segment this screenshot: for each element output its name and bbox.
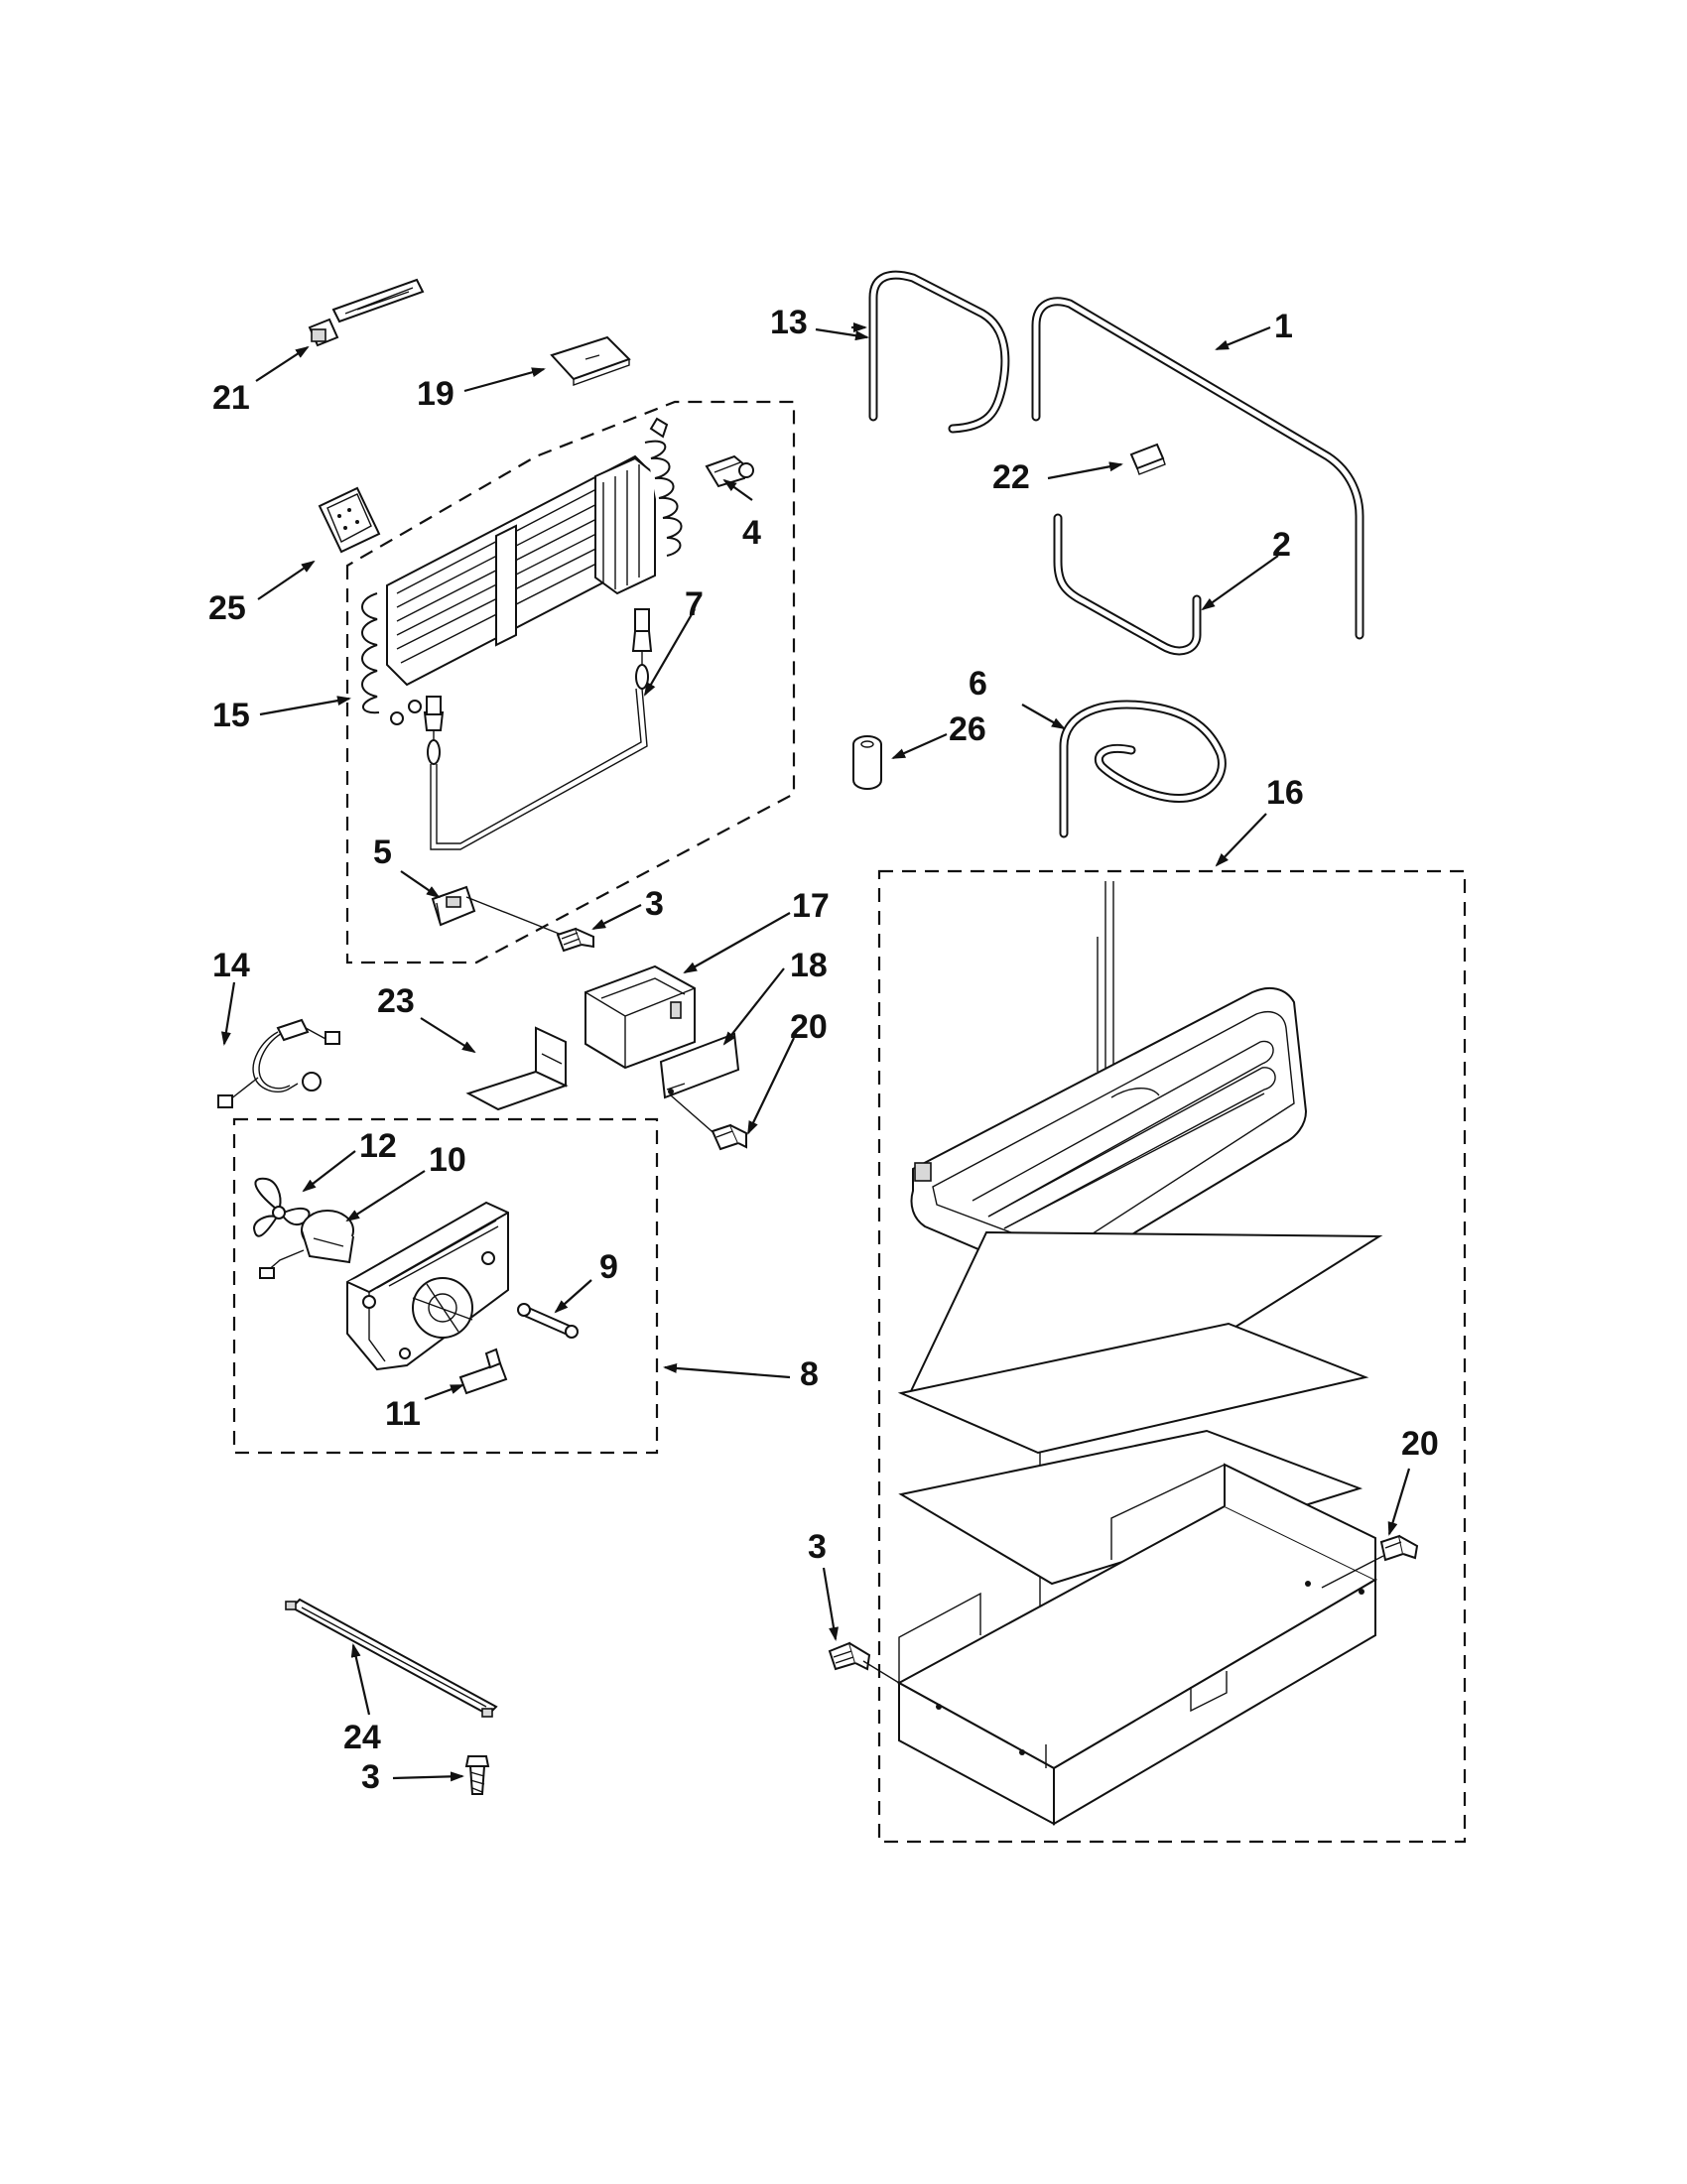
callout-23: 23 [377, 982, 415, 1020]
callout-4: 4 [742, 514, 761, 552]
screw-part-mid-left [670, 1094, 747, 1151]
drain-pan-with-heater-part [910, 881, 1308, 1281]
callout-15: 15 [212, 697, 250, 734]
callout-3-upper: 3 [645, 885, 664, 923]
callout-18: 18 [790, 947, 828, 984]
retainer-link-part [517, 1303, 579, 1339]
callout-20-right: 20 [1401, 1425, 1439, 1463]
wire-clip-part [458, 1348, 508, 1395]
mounting-clip-part [705, 454, 754, 488]
foam-pad-part [550, 335, 631, 386]
callout-10: 10 [429, 1141, 466, 1179]
callout-17: 17 [792, 887, 830, 925]
callout-5: 5 [373, 834, 392, 871]
refrigerant-tube-part-2 [1053, 513, 1202, 656]
callout-8: 8 [800, 1355, 819, 1393]
cable-tie-part [308, 278, 425, 347]
fan-blade-part [252, 1177, 311, 1237]
leader-lines [220, 322, 1411, 1782]
evaporator-assembly-group-outline [345, 400, 796, 964]
callout-7: 7 [685, 585, 704, 623]
screw-part-upper [556, 927, 594, 953]
callout-22: 22 [992, 458, 1030, 496]
evaporator-coil-part [361, 417, 683, 725]
callout-20-left: 20 [790, 1008, 828, 1046]
tube-sleeve-part [852, 735, 882, 790]
callout-12: 12 [359, 1127, 397, 1165]
callout-24: 24 [343, 1719, 381, 1756]
insulation-sheet-part-mid [897, 1322, 1369, 1455]
callout-3-bottom: 3 [361, 1758, 380, 1796]
callout-16: 16 [1266, 774, 1304, 812]
pan-assembly-group-outline [877, 869, 1467, 1844]
refrigerant-tube-part-6 [1059, 700, 1227, 838]
callout-13: 13 [770, 304, 808, 341]
insulation-pad-part [318, 486, 381, 554]
insulation-sheet-part-bottom [898, 1429, 1363, 1586]
wiring-cover-part [465, 1026, 569, 1111]
refrigerant-tube-part-1 [1031, 297, 1364, 640]
screw-part-lower-right [828, 1641, 900, 1684]
callout-9: 9 [599, 1248, 618, 1286]
fan-motor-part [259, 1210, 354, 1279]
trim-strip-part [285, 1598, 498, 1718]
callout-1: 1 [1274, 308, 1293, 345]
callout-26: 26 [949, 710, 986, 748]
defrost-harness-part [423, 608, 653, 850]
callout-3-right: 3 [808, 1528, 827, 1566]
refrigerant-tube-part-13 [868, 270, 1010, 434]
callout-21: 21 [212, 379, 250, 417]
callout-19: 19 [417, 375, 454, 413]
screw-part-lower-left [464, 1755, 490, 1795]
fan-housing-part [346, 1201, 509, 1371]
terminal-bracket-part [431, 885, 476, 927]
callout-6: 6 [969, 665, 987, 703]
callout-25: 25 [208, 589, 246, 627]
tube-clip-part [1129, 443, 1166, 475]
fan-assembly-group-outline [232, 1117, 659, 1455]
callout-14: 14 [212, 947, 250, 984]
callout-labels: 21 19 4 13 1 22 2 25 7 15 6 26 16 5 3 17… [208, 304, 1439, 1796]
bracket-box-part [584, 964, 696, 1070]
screw-part-lower-right-20 [1321, 1534, 1419, 1589]
leader-line-bracket-to-screw [465, 896, 573, 940]
callout-2: 2 [1272, 526, 1291, 564]
wire-harness-part [217, 1018, 340, 1108]
cover-plate-part [659, 1032, 740, 1099]
base-tray-part [896, 1463, 1378, 1826]
callout-11: 11 [385, 1395, 421, 1433]
